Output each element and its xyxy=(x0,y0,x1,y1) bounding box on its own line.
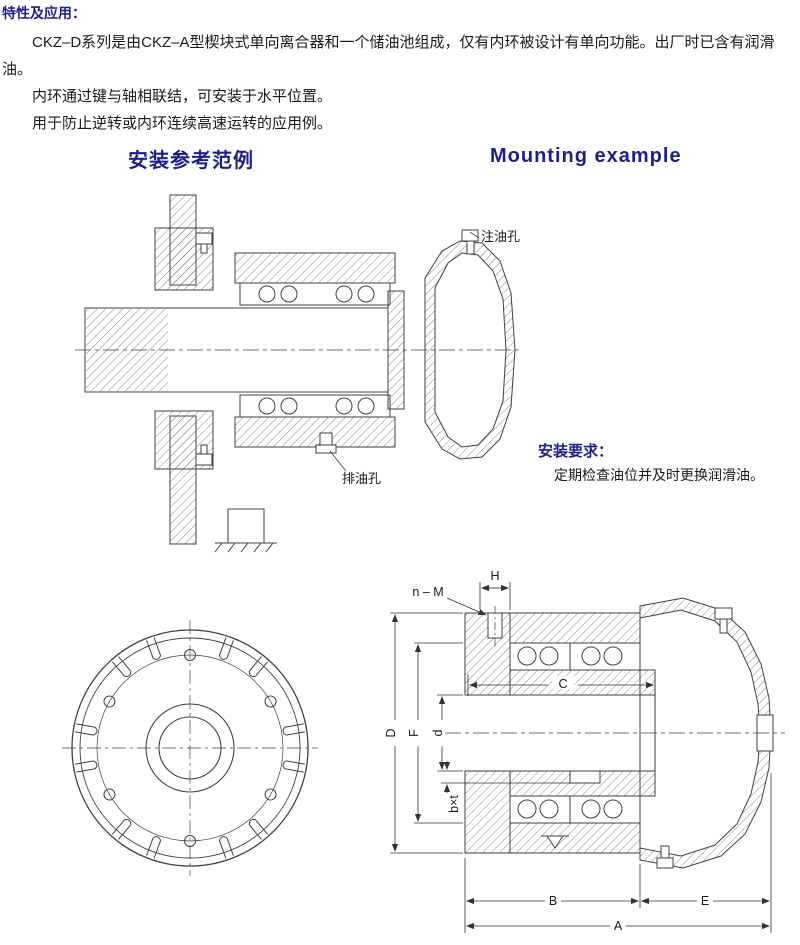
support-pedestal xyxy=(214,508,277,553)
oil-drain-label: 排油孔 xyxy=(342,471,381,486)
bearing-rows xyxy=(509,642,641,824)
oil-fill-label: 注油孔 xyxy=(481,229,520,244)
label-backing xyxy=(552,676,574,689)
intro-paragraph-2: 内环通过键与轴相联结，可安装于水平位置。 xyxy=(32,88,333,105)
dimension-labels: n – M H C D F d b×t B E A xyxy=(385,569,709,933)
dim-C: C xyxy=(558,677,567,691)
flange-section xyxy=(464,606,511,854)
intro-section: 特性及应用： CKZ–D系列是由CKZ–A型楔块式单向离合器和一个储油池组成，仅… xyxy=(2,3,790,137)
oil-fill-bolt xyxy=(714,607,733,634)
drain-marker xyxy=(541,835,569,849)
dim-B: B xyxy=(549,894,557,908)
dimension-drawing: n – M H C D F d b×t B E A xyxy=(385,569,785,933)
flange-bolts xyxy=(195,232,213,466)
requirement-body: 定期检查油位并及时更换润滑油。 xyxy=(554,467,764,483)
requirement-title: 安装要求： xyxy=(538,443,614,460)
intro-paragraph-3: 用于防止逆转或内环连续高速运转的应用例。 xyxy=(32,115,333,132)
oil-drain-leader xyxy=(329,450,347,472)
dim-F: F xyxy=(407,729,421,737)
dim-E: E xyxy=(701,894,709,908)
heading-zh: 安装参考范例 xyxy=(128,150,254,172)
dim-D: D xyxy=(385,728,398,737)
intro-paragraph-1: CKZ–D系列是由CKZ–A型楔块式单向离合器和一个储油池组成，仅有内环被设计有… xyxy=(2,34,775,78)
bearing-balls xyxy=(517,646,623,819)
outer-ring-section xyxy=(509,612,641,854)
front-view-drawing xyxy=(62,620,318,876)
section-title: 特性及应用： xyxy=(2,5,86,21)
dim-n-M: n – M xyxy=(412,585,443,599)
oil-drain-plug xyxy=(315,432,337,454)
dim-A: A xyxy=(614,919,623,933)
drain-bolt xyxy=(656,845,674,869)
oil-fill-plug xyxy=(461,229,479,255)
dimension-lines xyxy=(390,582,772,933)
bore xyxy=(465,694,656,784)
oil-fill-leader xyxy=(469,231,480,239)
heading-en: Mounting example xyxy=(490,145,682,167)
dim-H: H xyxy=(490,569,499,583)
mounting-section-drawing: 注油孔 排油孔 xyxy=(75,194,522,553)
dim-d: d xyxy=(431,729,445,736)
mounting-requirement: 安装要求： 定期检查油位并及时更换润滑油。 xyxy=(538,440,793,485)
flange-section xyxy=(154,227,214,470)
keyway xyxy=(569,770,601,784)
dim-bxt: b×t xyxy=(447,795,461,813)
center-lines xyxy=(62,620,318,876)
inner-ring-section xyxy=(509,669,656,797)
bearing-balls xyxy=(258,285,375,415)
